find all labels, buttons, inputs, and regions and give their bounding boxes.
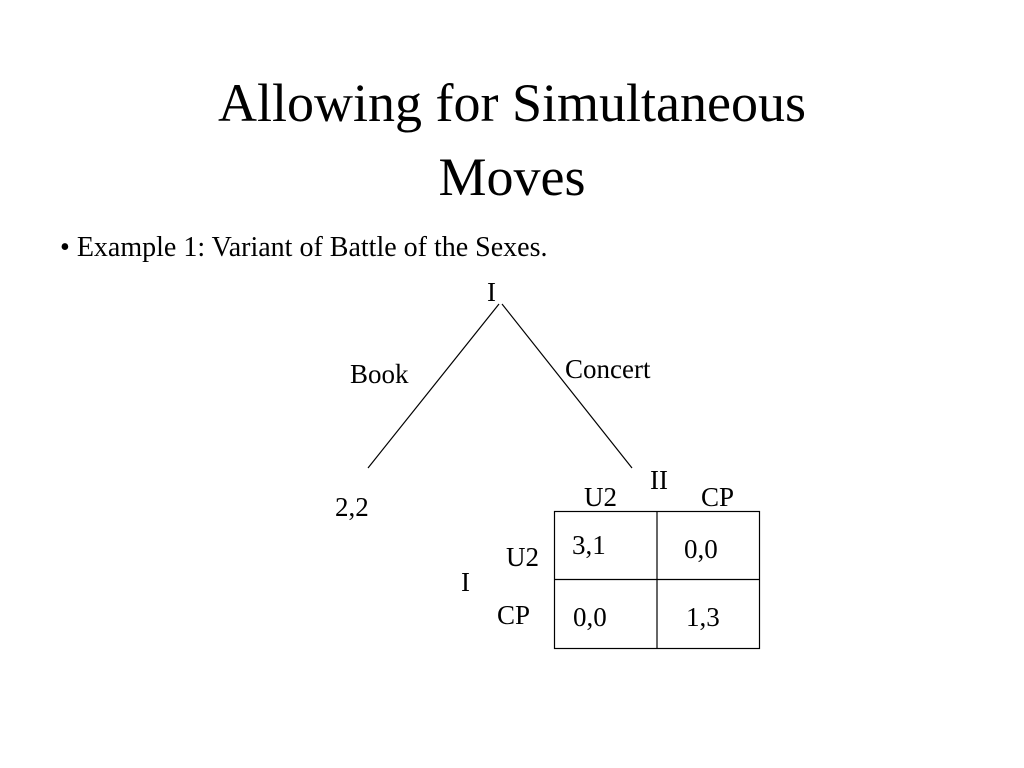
book-branch-label: Book bbox=[350, 359, 409, 389]
row-strategy-u2: U2 bbox=[506, 542, 539, 572]
slide-title-line-1: Allowing for Simultaneous bbox=[218, 73, 806, 133]
row-strategy-cp: CP bbox=[497, 600, 531, 630]
payoff-cell-u2-u2: 3,1 bbox=[572, 530, 606, 560]
slide-title-line-2: Moves bbox=[438, 147, 586, 207]
payoff-cell-u2-cp: 0,0 bbox=[684, 534, 718, 564]
column-strategy-cp: CP bbox=[701, 482, 735, 512]
concert-branch-line bbox=[501, 303, 633, 469]
column-strategy-u2: U2 bbox=[584, 482, 617, 512]
book-branch-line bbox=[367, 303, 500, 469]
subgame-player-label: II bbox=[650, 465, 668, 495]
payoff-cell-cp-u2: 0,0 bbox=[573, 602, 607, 632]
slide-title: Allowing for Simultaneous Moves bbox=[0, 66, 1024, 214]
bullet-marker: • bbox=[60, 232, 70, 263]
row-player-label: I bbox=[461, 567, 470, 597]
concert-branch-label: Concert bbox=[565, 354, 651, 384]
payoff-cell-cp-cp: 1,3 bbox=[686, 602, 720, 632]
bullet-item: • Example 1: Variant of Battle of the Se… bbox=[60, 230, 548, 266]
book-payoff-label: 2,2 bbox=[335, 492, 369, 522]
bullet-text: Example 1: Variant of Battle of the Sexe… bbox=[76, 232, 548, 263]
root-node-player-label: I bbox=[487, 277, 496, 307]
